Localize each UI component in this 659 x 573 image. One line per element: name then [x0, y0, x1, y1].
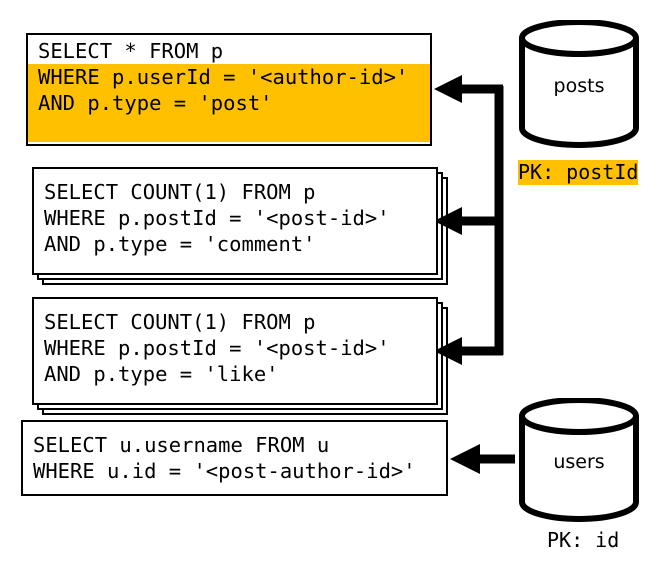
database-cylinder-icon	[519, 397, 639, 522]
datastore-users-pk: PK: id	[547, 528, 620, 552]
query-line: SELECT u.username FROM u	[33, 433, 330, 457]
query-line: WHERE p.postId = '<post-id>'	[44, 336, 390, 360]
arrowhead-4	[450, 444, 480, 474]
datastore-posts-pk: PK: postId	[518, 160, 639, 185]
query-line: WHERE p.postId = '<post-id>'	[44, 206, 390, 230]
query-line: SELECT COUNT(1) FROM p	[44, 180, 316, 204]
datastore-posts[interactable]: posts	[514, 19, 644, 148]
database-cylinder-icon	[519, 19, 639, 148]
query-line: WHERE u.id = '<post-author-id>'	[33, 459, 416, 483]
query-line: SELECT COUNT(1) FROM p	[44, 310, 316, 334]
query-line: SELECT * FROM p	[38, 39, 224, 63]
query-line: AND p.type = 'comment'	[44, 232, 316, 256]
query-box-posts-by-author[interactable]: SELECT * FROM p WHERE p.userId = '<autho…	[26, 33, 432, 146]
datastore-label: posts	[553, 75, 605, 97]
query-box-count-likes[interactable]: SELECT COUNT(1) FROM p WHERE p.postId = …	[32, 297, 438, 405]
query-line-highlighted: AND p.type = 'post'	[28, 90, 430, 142]
query-box-count-comments[interactable]: SELECT COUNT(1) FROM p WHERE p.postId = …	[32, 167, 438, 275]
query-box-username[interactable]: SELECT u.username FROM u WHERE u.id = '<…	[21, 420, 448, 496]
datastore-users[interactable]: users	[514, 397, 644, 522]
arrowhead-1	[434, 75, 462, 103]
datastore-label: users	[553, 451, 605, 473]
query-line-highlighted: WHERE p.userId = '<author-id>'	[28, 64, 430, 90]
query-line: AND p.type = 'like'	[44, 362, 279, 386]
